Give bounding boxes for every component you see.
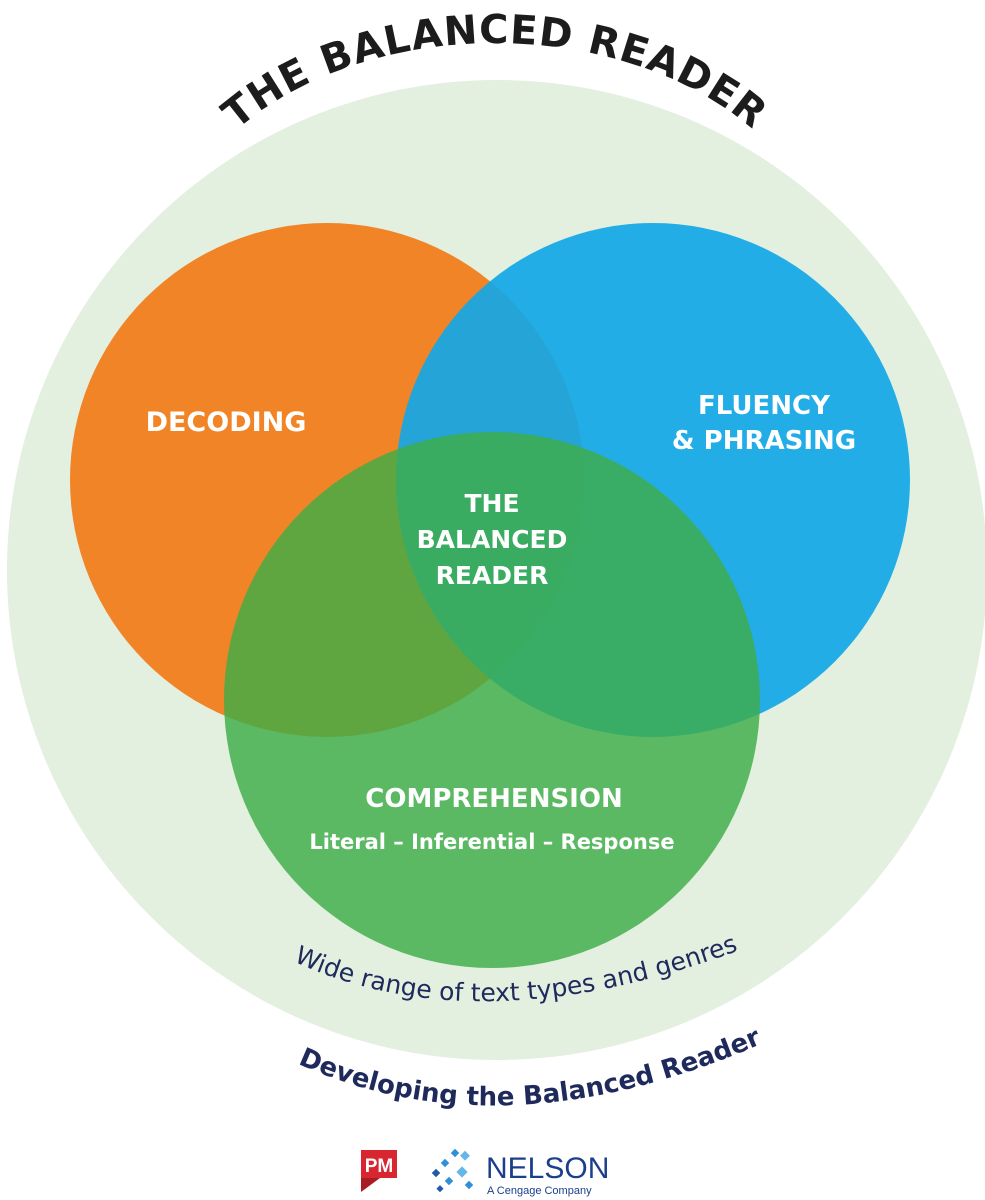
comprehension-circle	[224, 432, 760, 968]
pm-logo-text: PM	[365, 1156, 394, 1177]
pm-logo-badge	[361, 1150, 397, 1178]
comprehension-sublabel: Literal – Inferential – Response	[309, 830, 674, 854]
center-label-line3: READER	[436, 561, 549, 590]
fluency-label-line1: FLUENCY	[698, 391, 831, 421]
nelson-logo-text: NELSON	[486, 1152, 609, 1185]
pm-logo: PM	[361, 1150, 397, 1192]
center-label-line1: THE	[464, 489, 519, 518]
comprehension-label: COMPREHENSION	[365, 784, 622, 814]
nelson-logo-subtext: A Cengage Company	[487, 1185, 592, 1197]
nelson-logo-mark-icon	[431, 1148, 474, 1193]
venn-circles	[70, 223, 910, 968]
center-label-line2: BALANCED	[417, 525, 568, 554]
fluency-label-line2: & PHRASING	[672, 426, 856, 456]
decoding-label: DECODING	[146, 407, 307, 438]
pm-logo-tab	[361, 1178, 380, 1192]
